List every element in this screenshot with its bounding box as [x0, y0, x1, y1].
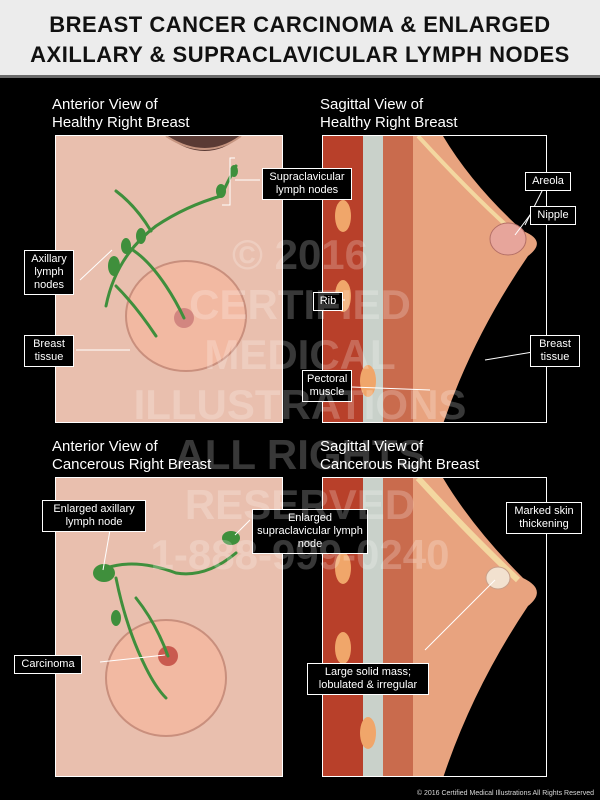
title-line: Cancerous Right Breast	[320, 456, 480, 473]
panel-title-top-right: Sagittal View of Healthy Right Breast	[320, 96, 458, 132]
panel-title-bottom-right: Sagittal View of Cancerous Right Breast	[320, 438, 479, 474]
sagittal-healthy-art	[323, 136, 546, 422]
illustration-anterior-healthy	[55, 135, 283, 423]
label-axillary-lymph-nodes: Axillary lymph nodes	[24, 250, 74, 295]
panel-title-bottom-left: Anterior View of Cancerous Right Breast	[52, 438, 211, 474]
label-rib: Rib	[313, 292, 343, 311]
label-enlarged-supraclavicular-lymph-node: Enlarged supraclavicular lymph node	[252, 509, 368, 554]
illustration-sagittal-healthy	[322, 135, 547, 423]
label-areola: Areola	[525, 172, 571, 191]
title-line: Cancerous Right Breast	[52, 456, 212, 473]
title-line: Healthy Right Breast	[320, 114, 458, 131]
header-title-line-2: AXILLARY & SUPRACLAVICULAR LYMPH NODES	[30, 42, 570, 67]
title-line: Sagittal View of	[320, 96, 424, 113]
label-pectoral-muscle: Pectoral muscle	[302, 370, 352, 402]
title-line: Sagittal View of	[320, 438, 424, 455]
copyright-notice: © 2016 Certified Medical Illustrations A…	[416, 790, 594, 797]
label-carcinoma: Carcinoma	[14, 655, 82, 674]
label-supraclavicular-lymph-nodes: Supraclavicular lymph nodes	[262, 168, 352, 200]
label-breast-tissue-left: Breast tissue	[24, 335, 74, 367]
title-line: Anterior View of	[52, 96, 158, 113]
header-title-line-1: BREAST CANCER CARCINOMA & ENLARGED	[49, 12, 551, 37]
label-nipple: Nipple	[530, 206, 576, 225]
panel-title-top-left: Anterior View of Healthy Right Breast	[52, 96, 190, 132]
label-large-solid-mass: Large solid mass; lobulated & irregular	[307, 663, 429, 695]
header: BREAST CANCER CARCINOMA & ENLARGED AXILL…	[0, 0, 600, 78]
label-enlarged-axillary-lymph-node: Enlarged axillary lymph node	[42, 500, 146, 532]
label-breast-tissue-right: Breast tissue	[530, 335, 580, 367]
anterior-healthy-art	[56, 136, 282, 422]
title-line: Anterior View of	[52, 438, 158, 455]
label-marked-skin-thickening: Marked skin thickening	[506, 502, 582, 534]
title-line: Healthy Right Breast	[52, 114, 190, 131]
